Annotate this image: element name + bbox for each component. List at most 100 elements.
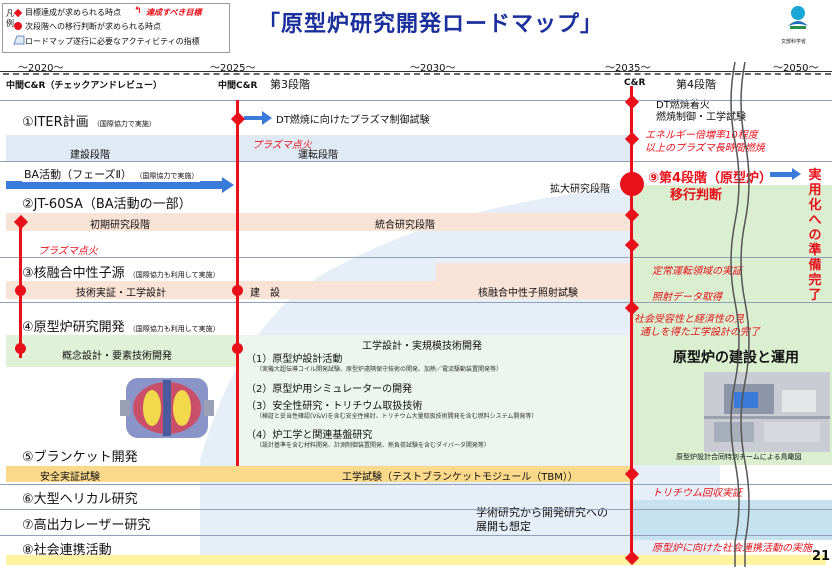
demo-concept-label: 概念設計・要素技術開発 xyxy=(62,351,172,362)
iter-build-bar xyxy=(6,135,238,161)
neutron-build-bar xyxy=(238,281,436,299)
header-divider xyxy=(0,71,832,72)
iter-arrow-text: DT燃焼に向けたプラズマ制御試験 xyxy=(276,115,430,126)
iter-name: ①ITER計画 xyxy=(22,115,89,130)
demo-activity-4-detail: （設計基準を含む材料開発、計測制御装置開発、熱負荷試験を含むダイバータ開発等） xyxy=(256,442,490,449)
demo-concept-bar xyxy=(6,335,238,367)
page-number: 21 xyxy=(812,549,831,564)
neutron-project-title: ③核融合中性子源 （国際協力も利用して実施） xyxy=(22,262,220,281)
iter-project-title: ①ITER計画 （国際協力で実施） xyxy=(22,111,156,130)
transition-dot xyxy=(15,343,26,354)
blanket-tbm-bar xyxy=(238,466,632,482)
demo-activity-1-detail: （実機大超伝導コイル開発試験、原型炉遠隔保守技術の開発、加熱／電流駆動装置開発等… xyxy=(256,366,503,373)
iter-build-label: 建設段階 xyxy=(70,150,110,161)
iter-arrow-line xyxy=(244,116,262,120)
year-2035: ～2035～ xyxy=(605,63,651,74)
stage4-line2: 移行判断 xyxy=(670,188,723,203)
stage4-arrow-head-icon xyxy=(792,168,801,180)
red-diamond-icon xyxy=(13,8,23,18)
demo-note: （国際協力も利用して実施） xyxy=(128,325,220,333)
neutron-irr-bar xyxy=(436,263,632,299)
year-2025: ～2025～ xyxy=(210,63,256,74)
jt60-early-label: 初期研究段階 xyxy=(90,220,150,231)
iter-arrow-head-icon xyxy=(262,111,272,125)
demo-activity-3: （3）安全性研究・トリチウム取扱技術 xyxy=(246,401,423,412)
demo-goal-line1: 社会受容性と経済性の見 xyxy=(634,314,744,325)
practical-vertical-text: 実用化への準備完了 xyxy=(808,168,822,303)
laser-text-line2: 展開も想定 xyxy=(476,520,531,533)
milestone-cr: C&R xyxy=(624,78,646,88)
transition-dot xyxy=(232,285,243,296)
page-title: 「原型炉研究開発ロードマップ」 xyxy=(258,12,604,37)
jt60-expand-label: 拡大研究段階 xyxy=(550,184,610,195)
legend: 凡例 目標達成が求められる時点 ↰ 達成すべき目標 次段階への移行判断が求められ… xyxy=(2,3,230,53)
blanket-project-title: ⑤ブランケット開発 xyxy=(22,450,138,465)
reactor-illustration-icon xyxy=(120,378,214,438)
ba-arrow-head-icon xyxy=(222,177,234,193)
laser-project-title: ⑦高出力レーザー研究 xyxy=(22,518,151,533)
row-separator xyxy=(0,509,832,510)
ba-arrow-bar xyxy=(6,181,222,189)
row-separator xyxy=(0,302,832,303)
milestone-line-2025 xyxy=(236,100,239,466)
legend-item-activity: ロードマップ遂行に必要なアクティビティの指標 xyxy=(25,37,200,46)
demo-goal-line2: 通しを得た工学設計の完了 xyxy=(640,327,760,338)
legend-item-transition: 次段階への移行判断が求められる時点 xyxy=(25,22,161,31)
ba-note: （国際協力で実施） xyxy=(135,172,199,180)
jt60-integrated-label: 統合研究段階 xyxy=(375,220,435,231)
neutron-build-label: 建 設 xyxy=(250,288,280,299)
year-2050: ～2050～ xyxy=(773,63,819,74)
social-goal: 原型炉に向けた社会連携活動の実施 xyxy=(652,543,812,554)
stage4-transition-dot xyxy=(620,172,644,196)
stage-3-label: 第3段階 xyxy=(270,78,310,91)
ba-name: BA活動（フェーズⅡ） xyxy=(24,168,132,181)
iter-dt2: 燃焼制御・工学試験 xyxy=(656,112,746,123)
year-2030: ～2030～ xyxy=(410,63,456,74)
demo-project-title: ④原型炉研究開発 （国際協力も利用して実施） xyxy=(22,316,220,335)
legend-item-goal: 目標達成が求められる時点 xyxy=(25,8,121,17)
year-2020: ～2020～ xyxy=(18,63,64,74)
iter-dt1: DT燃焼着火 xyxy=(656,100,710,111)
blanket-goal: トリチウム回収実証 xyxy=(652,488,742,499)
jt60-integrated-bar xyxy=(238,213,632,231)
social-bar xyxy=(6,555,826,565)
activity-shape-icon xyxy=(13,35,25,45)
demo-activity-2: （2）原型炉用シミュレーターの開発 xyxy=(246,384,413,395)
iter-goal-line2: 以上のプラズマ長時間燃焼 xyxy=(645,143,765,154)
demo-eng-area xyxy=(238,335,632,465)
stage-4-label: 第4段階 xyxy=(676,78,716,91)
demo-name: ④原型炉研究開発 xyxy=(22,320,125,335)
iter-op-label: 運転段階 xyxy=(298,150,338,161)
neutron-design-label: 技術実証・工学設計 xyxy=(76,288,166,299)
row-separator xyxy=(0,535,832,536)
neutron-name: ③核融合中性子源 xyxy=(22,266,125,281)
jt60-early-bar xyxy=(6,213,238,231)
time-break-icon xyxy=(730,62,750,567)
neutron-design-bar xyxy=(6,281,238,299)
transition-dot xyxy=(232,343,243,354)
neutron-irr-label: 核融合中性子照射試験 xyxy=(478,288,578,299)
ba-title: BA活動（フェーズⅡ） （国際協力で実施） xyxy=(22,166,201,182)
jt60-steady-goal: 定常運転領域の実証 xyxy=(652,266,742,277)
row-separator xyxy=(0,100,832,101)
up-arrow-icon: ↰ xyxy=(134,6,142,16)
legend-label: 凡例 xyxy=(6,9,14,28)
logo-text: 文部科学省 xyxy=(781,39,807,45)
iter-note: （国際協力で実施） xyxy=(92,120,156,128)
milestone-midterm-cr: 中間C&R（チェックアンドレビュー） xyxy=(6,81,163,91)
demo-activity-3-detail: （検証と妥当性確認(V&V)を含む安全性検討、トリチウム大量取扱技術開発を含む燃… xyxy=(256,413,538,420)
demo-activity-4: （4）炉工学と関連基盤研究 xyxy=(246,430,373,441)
jt60-project-title: ②JT-60SA（BA活動の一部） xyxy=(22,197,192,212)
transition-dot xyxy=(15,285,26,296)
legend-item-target: 達成すべき目標 xyxy=(146,8,202,17)
blanket-safety-bar xyxy=(6,466,238,482)
demo-build-op-label: 原型炉の建設と運用 xyxy=(673,350,799,366)
demo-eng-label: 工学設計・実規模技術開発 xyxy=(362,341,482,352)
iter-ignite-goal: プラズマ点火 xyxy=(252,140,312,151)
red-dot-icon xyxy=(14,22,22,30)
demo-activity-1: （1）原型炉設計活動 xyxy=(246,354,343,365)
jt60-ignite-goal: プラズマ点火 xyxy=(38,246,98,257)
stage4-arrow-line xyxy=(770,172,794,177)
iter-op-bar xyxy=(238,135,632,161)
helical-laser-band xyxy=(632,500,832,540)
